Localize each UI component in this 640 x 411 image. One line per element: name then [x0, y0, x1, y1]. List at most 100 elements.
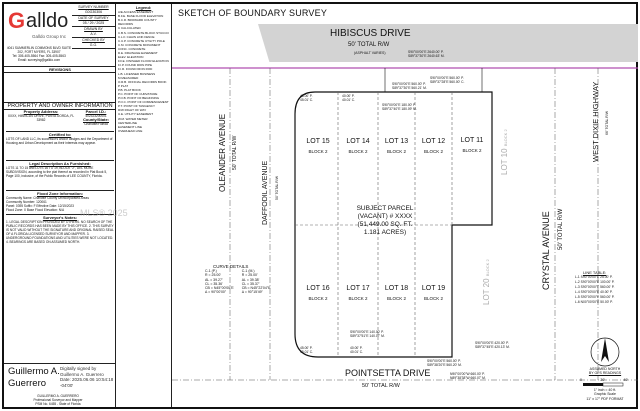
text-label: L-5 S90°00'00"E 560.00' P. [575, 295, 615, 299]
legend-item: W.M. WATER METER [118, 116, 148, 121]
text-label: BLOCK 2 [308, 149, 328, 154]
title-panel [4, 4, 116, 407]
text-label: CB = N45°22'04"E [241, 286, 271, 291]
legend-item: R/W RIGHT OF WAY [118, 108, 147, 113]
text-label: LOT 18 [384, 285, 409, 292]
line-table: LINE TABLE: L-1 S90°00'00"E 25.00' P.L-2… [575, 270, 614, 305]
text-label: 50' TOTAL R/W [348, 42, 390, 48]
certified-to: LOTS OF LAND LLC, its successor's and/or… [6, 137, 113, 145]
lot-17: LOT 17 BLOCK 2 [339, 285, 377, 301]
text-label: 40.00' P.40.01' C. [342, 94, 356, 102]
text-label: BLOCK 2 [423, 296, 443, 301]
text-label: Community Number: 120061 [6, 200, 47, 204]
text-label: LOT 20 [482, 278, 491, 305]
text-label: BLOCK 2 [348, 296, 368, 301]
text-label: 0 [580, 378, 582, 382]
legend-item: F.I.P. FOUND IRON PIPE [118, 63, 152, 68]
legend-item: P.T. POINT OF TANGENCY [118, 104, 155, 109]
legend-item: P.B. PLAT BOOK [118, 87, 141, 92]
text-label: DRAWN BY [84, 27, 103, 31]
text-label: 11" x 17" PDF FORMAT [586, 396, 624, 401]
text-label: Certified to: [48, 132, 72, 137]
legend-item: D.E. DRAINAGE EASEMENT [118, 51, 158, 56]
text-label: BLOCK 2 [503, 129, 508, 147]
text-label: LOT 17 [346, 285, 370, 292]
text-label: Charlotte/Florida [84, 122, 108, 126]
street-oleander: OLEANDER AVENUE [218, 113, 227, 192]
text-label: 1.181 ACRES) [363, 229, 407, 236]
text-label: S90°00'00"E 180.00' P.S89°37'40"E 180.09… [382, 103, 417, 111]
legend-item: B.F.E. BASE FLOOD ELEVATION [118, 14, 164, 19]
text-label: L-3 S90°00'00"E 560.00' P. [575, 285, 615, 289]
text-label: Tel: 305-405-5564 Fax: 305-405-5563 [12, 54, 66, 58]
text-label: CL = 35.37' [241, 281, 260, 286]
lot-15: LOT 15 BLOCK 2 [298, 138, 338, 154]
legend-item: ELEV. ELEVATION [118, 55, 144, 60]
text-label: BLOCK 2 [423, 149, 443, 154]
text-label: LOT 16 [306, 285, 330, 292]
text-label: Professional Surveyor and Mapper [33, 398, 83, 402]
text-label: Parcel I.D.: [85, 109, 107, 114]
lot-16: LOT 16 BLOCK 2 [298, 285, 338, 301]
text-label: BLOCK 2 [485, 259, 490, 277]
text-label: 1" inch = 40 ft. [593, 388, 617, 392]
text-label: BLOCK 2 [386, 149, 406, 154]
text-label: CURVE DETAILS [213, 264, 249, 269]
text-label: CHECKED BY [82, 38, 105, 42]
text-label: LOT 12 [421, 138, 446, 145]
lot-10: LOT 10 BLOCK 2 [500, 129, 509, 175]
legend-item: P.O.B. POINT OF BEGINNING [118, 96, 160, 101]
text-label: L-1 S90°00'00"E 25.00' P. [575, 275, 613, 279]
text-label: LOT 13 [384, 138, 409, 145]
text-label: DATE OF SURVEY [78, 16, 109, 20]
revisions-heading: REVISIONS [4, 66, 116, 73]
text-label: AL = 39.27' [205, 277, 223, 282]
curve-details: CURVE DETAILS C-1 (P.)R = 25.00'AL = 39.… [205, 264, 271, 294]
legend-item: A/E ACCESS EASEMENT [118, 10, 154, 15]
text-label: Date: 2025.06.06 10:54:18 -04'00' [60, 377, 114, 388]
property-address: XXXX, HIBISCUS DRIVE, PUNTA GORDA, FL 33… [7, 114, 75, 122]
lot-12: LOT 12 BLOCK 2 [415, 138, 452, 154]
text-label: GUILLERMO A. GUERRERO [37, 394, 79, 398]
text-label: R = 25.00' [205, 273, 221, 278]
text-label: 4041 SUMMERLIN COMMONS BLVD SUITE 202, F… [6, 46, 72, 54]
text-label: SUBJECT PARCEL [356, 205, 414, 212]
property-heading: PROPERTY AND OWNER INFORMATION [4, 102, 116, 110]
legend-item: M MEASURED [118, 75, 139, 80]
text-label: BLOCK 2 [348, 149, 368, 154]
text-label: S90°00'00"E 420.00' P.S89°37'45"E 420.13… [475, 341, 510, 349]
text-label: BLOCK 2 [386, 296, 406, 301]
flood-info: Flood Zone Information: Community Name: … [6, 190, 114, 212]
text-label: (VACANT) # XXXX [357, 213, 413, 220]
scale-bar [583, 383, 603, 386]
text-label: LOT 15 [306, 138, 330, 145]
legend-item: P.C. POINT OF CURVATURE [118, 91, 158, 96]
text-label: S90°00'00"E 560.00' P.S89°38'20"E 560.20… [427, 359, 462, 367]
legend-item: C CALCULATED [118, 26, 141, 31]
text-label: 50' TOTAL R/W [558, 208, 564, 250]
text-label: 50' TOTAL R/W [275, 175, 279, 200]
legend-item: C.U.P. CONCRETE UTILITY POLE [118, 38, 165, 43]
text-label: CL = 35.36' [205, 281, 223, 286]
subject-parcel-label: SUBJECT PARCEL (VACANT) # XXXX (51,449.0… [345, 205, 425, 237]
lot-18: LOT 18 BLOCK 2 [378, 285, 415, 301]
survey-number: G0G30306 [84, 10, 103, 14]
legend-item: C.B.S. CONCRETE BLOCK STUCCO [118, 30, 169, 35]
text-label: Property Address: [23, 109, 59, 114]
legend-item: F.I.R. FOUND IRON ROD [118, 67, 153, 72]
text-label: S90°00'00"E 560.00' P.S89°37'30"E 560.21… [392, 82, 427, 90]
text-label: PSM No. 6455 - State of Florida [35, 402, 81, 406]
legal-description: LOTS 11 TO 15 and LOTS 16 TO 19, BLOCK "… [6, 166, 107, 178]
text-label: L-2 S90°00'00"E 100.00' P. [575, 280, 615, 284]
text-label: 50' TOTAL R/W [232, 135, 238, 170]
text-label: R = 25.00' [241, 273, 258, 278]
surveyor-notes: 1. LEGAL DESCRIPTION PROVIDED BY OTHERS.… [6, 220, 114, 244]
text-label: BLOCK 2 [308, 296, 328, 301]
text-label: 20' [600, 378, 605, 382]
